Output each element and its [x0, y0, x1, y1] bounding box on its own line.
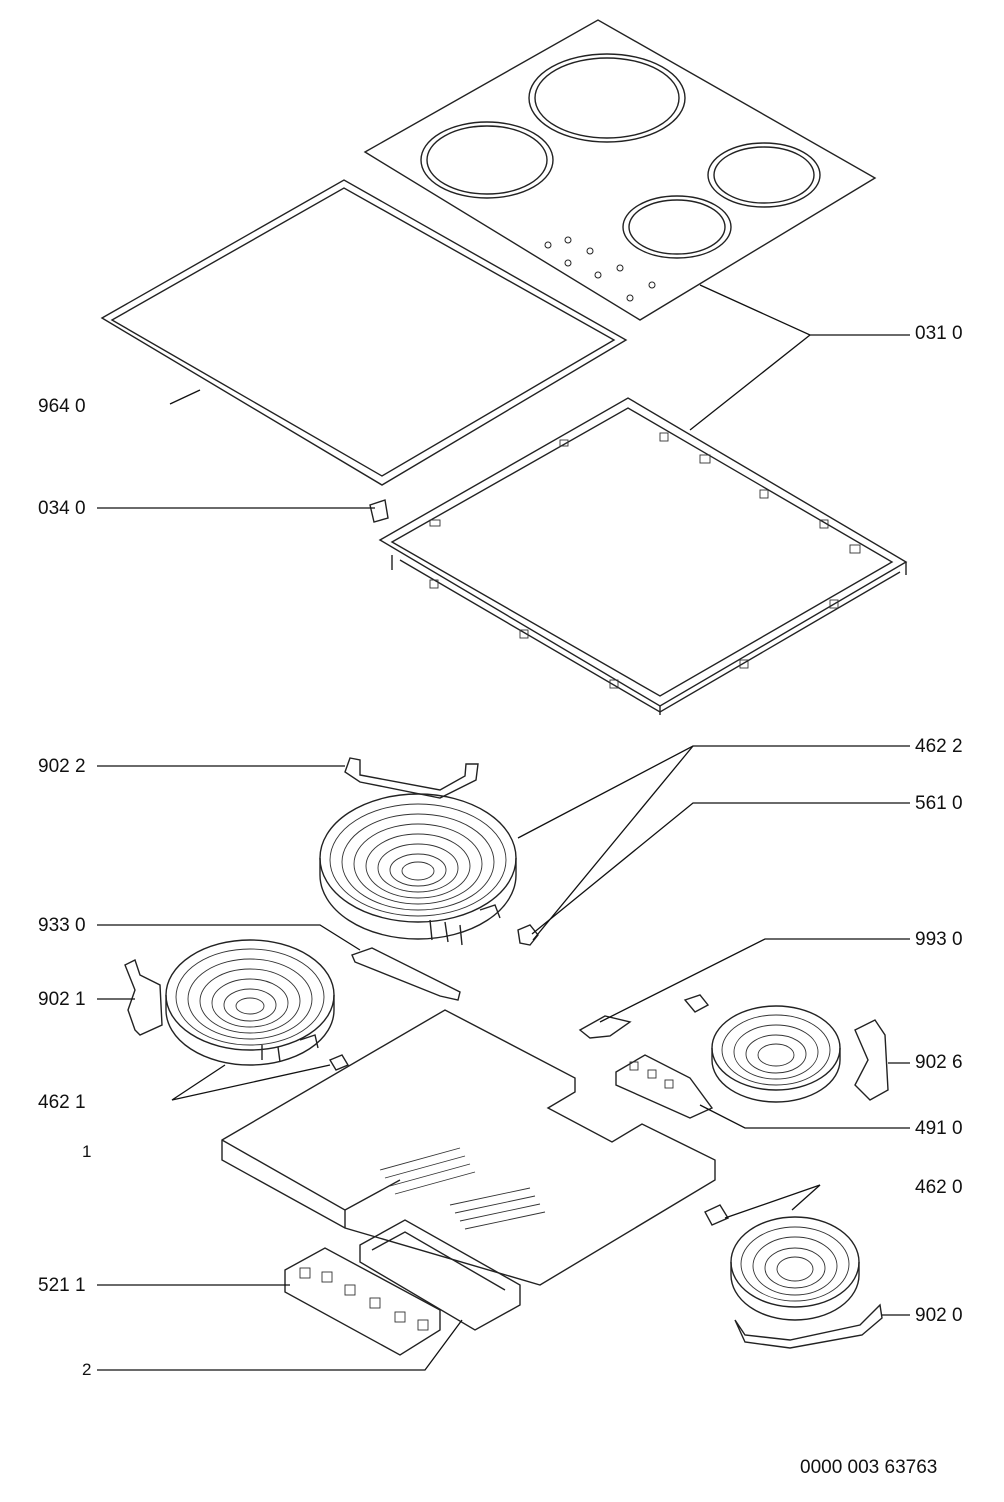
hotplate-right-upper	[711, 1005, 841, 1103]
sealing-gasket-frame	[100, 179, 628, 486]
label-902-0: 902 0	[915, 1305, 963, 1326]
label-521-1: 521 1	[38, 1275, 86, 1296]
cable-channel	[359, 1219, 521, 1331]
connector-bar	[351, 947, 461, 1001]
label-902-2: 902 2	[38, 756, 86, 777]
terminal-right-lower	[704, 1204, 730, 1226]
frame-clip	[369, 499, 389, 523]
label-2: 2	[82, 1360, 92, 1379]
label-933-0: 933 0	[38, 915, 86, 936]
ceramic-cooktop-glass	[363, 19, 877, 321]
label-034-0: 034 0	[38, 498, 86, 519]
hotplate-left	[165, 939, 335, 1066]
hob-frame	[378, 397, 908, 715]
bracket-bottom-right	[734, 1303, 883, 1349]
label-993-0: 993 0	[915, 929, 963, 950]
label-1: 1	[82, 1142, 92, 1161]
control-marks	[544, 236, 656, 302]
bracket-right	[854, 1019, 889, 1101]
label-462-0: 462 0	[915, 1177, 963, 1198]
label-462-2: 462 2	[915, 736, 963, 757]
leader-lines	[97, 284, 910, 1371]
energy-regulator-block	[284, 1247, 441, 1356]
base-tray	[221, 1009, 716, 1286]
label-964-0: 964 0	[38, 396, 86, 417]
bracket-top	[344, 757, 479, 799]
label-031-0: 031 0	[915, 323, 963, 344]
label-902-6: 902 6	[915, 1052, 963, 1073]
label-902-1: 902 1	[38, 989, 86, 1010]
switch-block	[615, 1054, 714, 1119]
label-491-0: 491 0	[915, 1118, 963, 1139]
label-462-1: 462 1	[38, 1092, 86, 1113]
thermostat-part	[578, 1015, 632, 1039]
terminal-561	[517, 924, 539, 946]
hotplate-right-lower	[730, 1216, 860, 1321]
hotplate-large	[319, 793, 517, 946]
label-561-0: 561 0	[915, 793, 963, 814]
terminal-left	[328, 1054, 350, 1071]
terminal-right-upper	[683, 994, 710, 1013]
document-number: 0000 003 63763	[800, 1457, 938, 1478]
bracket-left	[124, 959, 163, 1036]
